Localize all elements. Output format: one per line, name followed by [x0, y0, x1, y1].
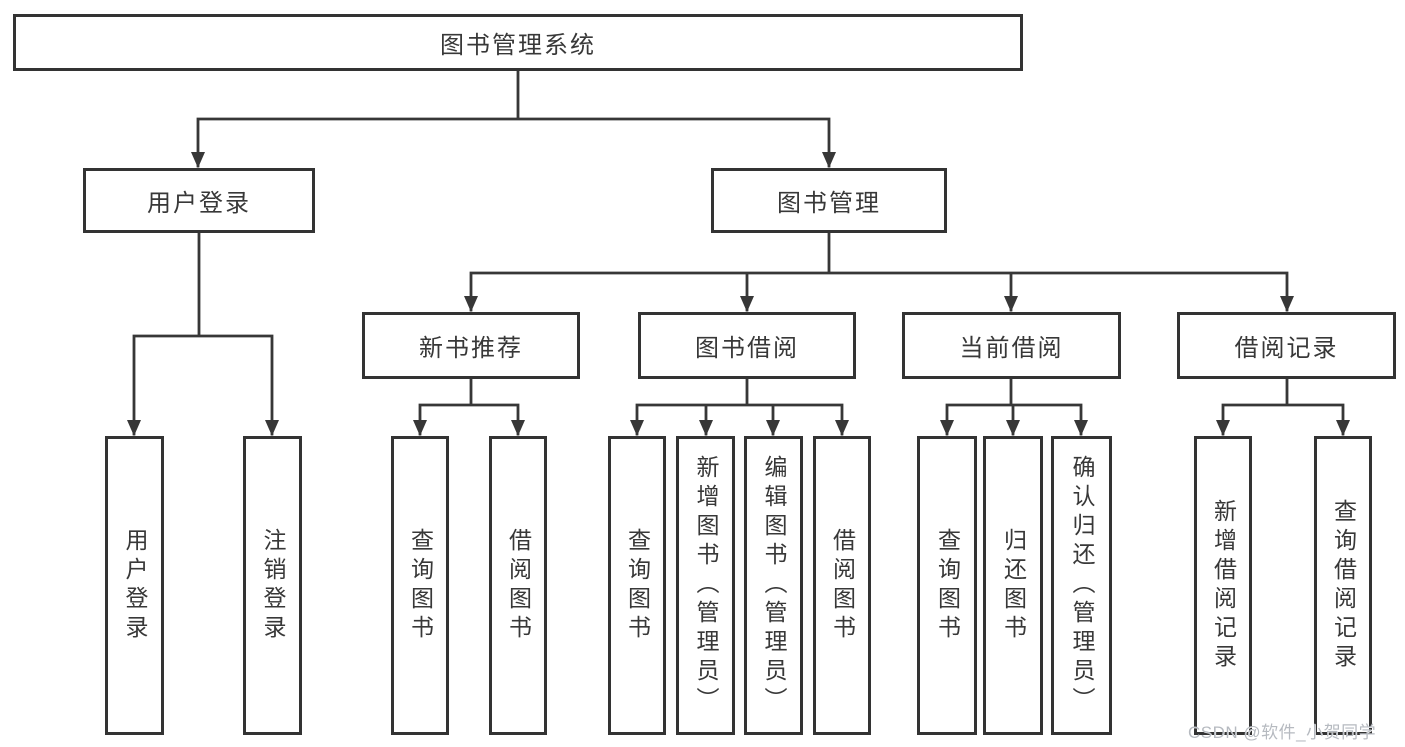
node-return-books: 归还图书 [983, 436, 1043, 735]
node-user-login-leaf: 用户登录 [105, 436, 164, 735]
node-borrow-books: 借阅图书 [813, 436, 871, 735]
arrowheads [127, 152, 1350, 436]
node-borrow-records: 借阅记录 [1177, 312, 1396, 379]
node-add-book-admin: 新增图书（管理员） [676, 436, 735, 735]
node-query-borrow-record: 查询借阅记录 [1314, 436, 1372, 735]
node-book-borrow: 图书借阅 [638, 312, 856, 379]
node-query-books: 查询图书 [608, 436, 666, 735]
node-borrow-books: 借阅图书 [489, 436, 547, 735]
node-query-books: 查询图书 [391, 436, 449, 735]
node-new-book-recommend: 新书推荐 [362, 312, 580, 379]
node-edit-book-admin: 编辑图书（管理员） [744, 436, 803, 735]
node-user-login: 用户登录 [83, 168, 315, 233]
node-query-books: 查询图书 [917, 436, 977, 735]
node-logout: 注销登录 [243, 436, 302, 735]
node-add-borrow-record: 新增借阅记录 [1194, 436, 1252, 735]
node-book-management: 图书管理 [711, 168, 947, 233]
node-library-system: 图书管理系统 [13, 14, 1023, 71]
node-confirm-return-admin: 确认归还（管理员） [1051, 436, 1112, 735]
node-current-borrow: 当前借阅 [902, 312, 1121, 379]
csdn-watermark: CSDN @软件_小贺同学 [1188, 723, 1377, 742]
